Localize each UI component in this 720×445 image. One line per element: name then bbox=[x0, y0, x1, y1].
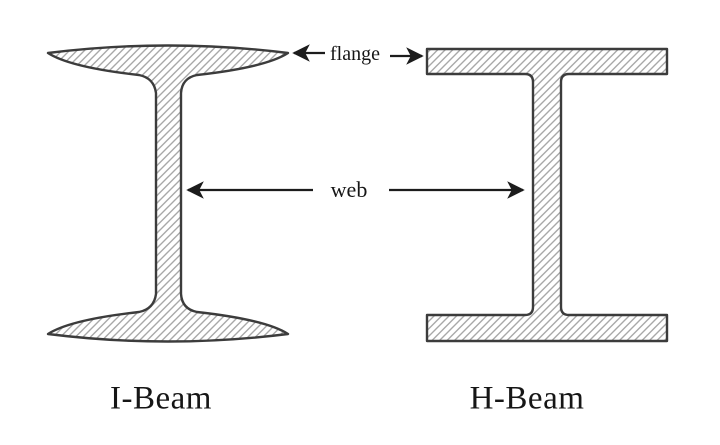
web-label: web bbox=[330, 177, 368, 202]
h-beam-cross-section bbox=[425, 47, 669, 343]
flange-label: flange bbox=[330, 43, 380, 65]
h-beam-caption: H-Beam bbox=[469, 380, 585, 417]
i-beam-caption: I-Beam bbox=[110, 380, 212, 417]
i-beam-cross-section bbox=[46, 44, 290, 343]
